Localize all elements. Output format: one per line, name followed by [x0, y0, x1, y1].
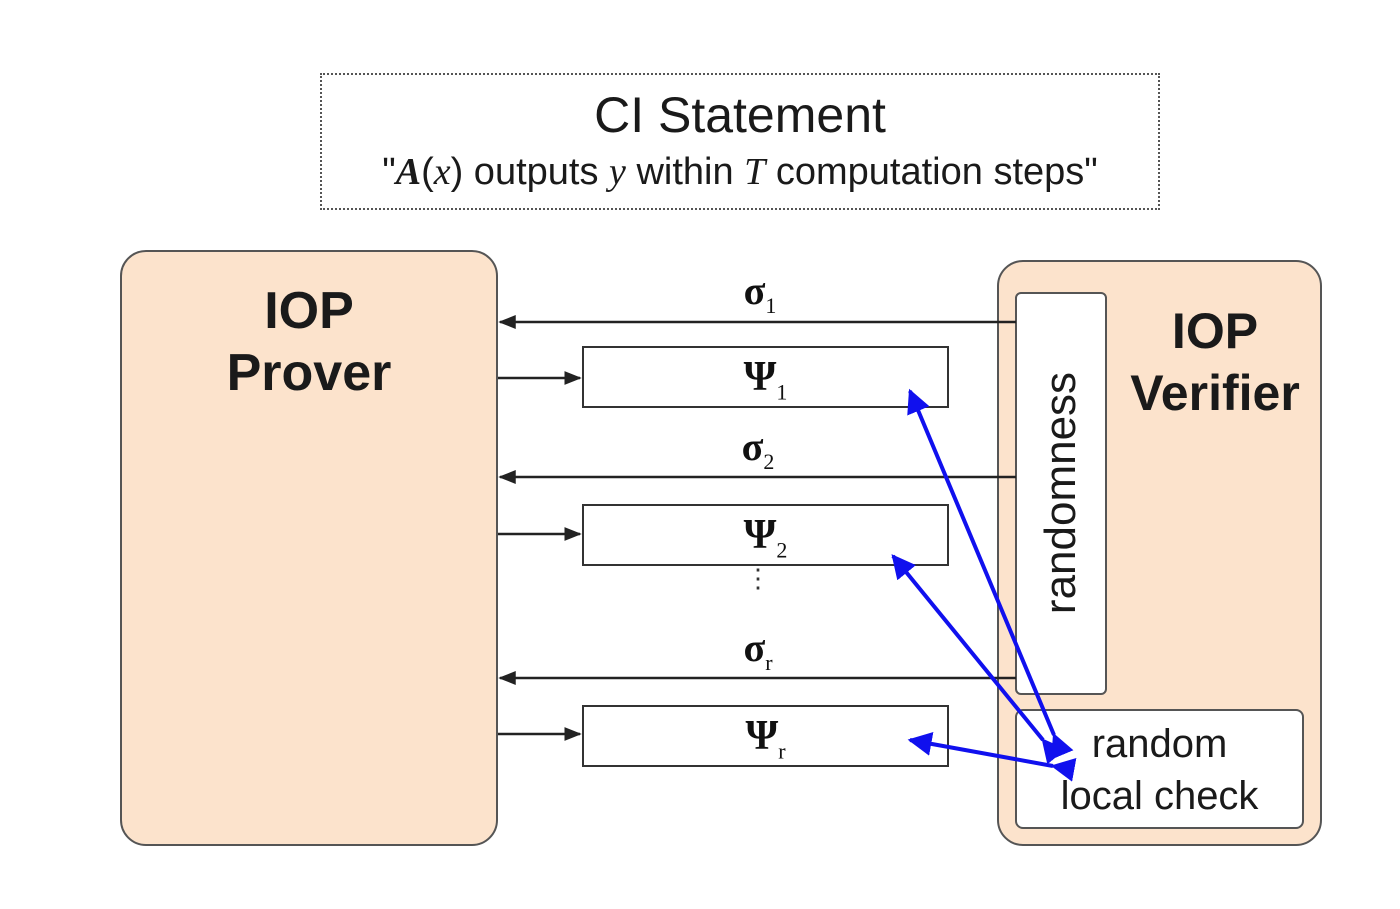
- iop-verifier-title: IOP Verifier: [1130, 303, 1300, 421]
- ci-statement-text: "A(x) outputs y within T computation ste…: [382, 151, 1098, 193]
- oracle-message-box-r: [582, 705, 949, 767]
- sigma-2-label: σ2: [741, 424, 775, 474]
- sigma-1-label: σ1: [743, 268, 777, 318]
- sigma-r-label: σr: [743, 625, 773, 675]
- psi-r-label: Ψr: [745, 713, 786, 764]
- check-label-line1: random: [1091, 722, 1228, 766]
- iop-prover-title: IOP Prover: [226, 282, 392, 402]
- oracle-message-box-2: [582, 504, 949, 566]
- ci-statement-box: [320, 73, 1160, 210]
- iop-prover-box: [120, 250, 498, 846]
- oracle-message-box-1: [582, 346, 949, 408]
- rounds-ellipsis: ⋮: [745, 563, 771, 593]
- randomness-label: randomness: [1036, 371, 1085, 615]
- psi-2-label: Ψ2: [743, 512, 788, 563]
- check-label-line2: local check: [1060, 774, 1259, 818]
- psi-1-label: Ψ1: [743, 354, 788, 405]
- ci-statement-title: CI Statement: [594, 87, 886, 143]
